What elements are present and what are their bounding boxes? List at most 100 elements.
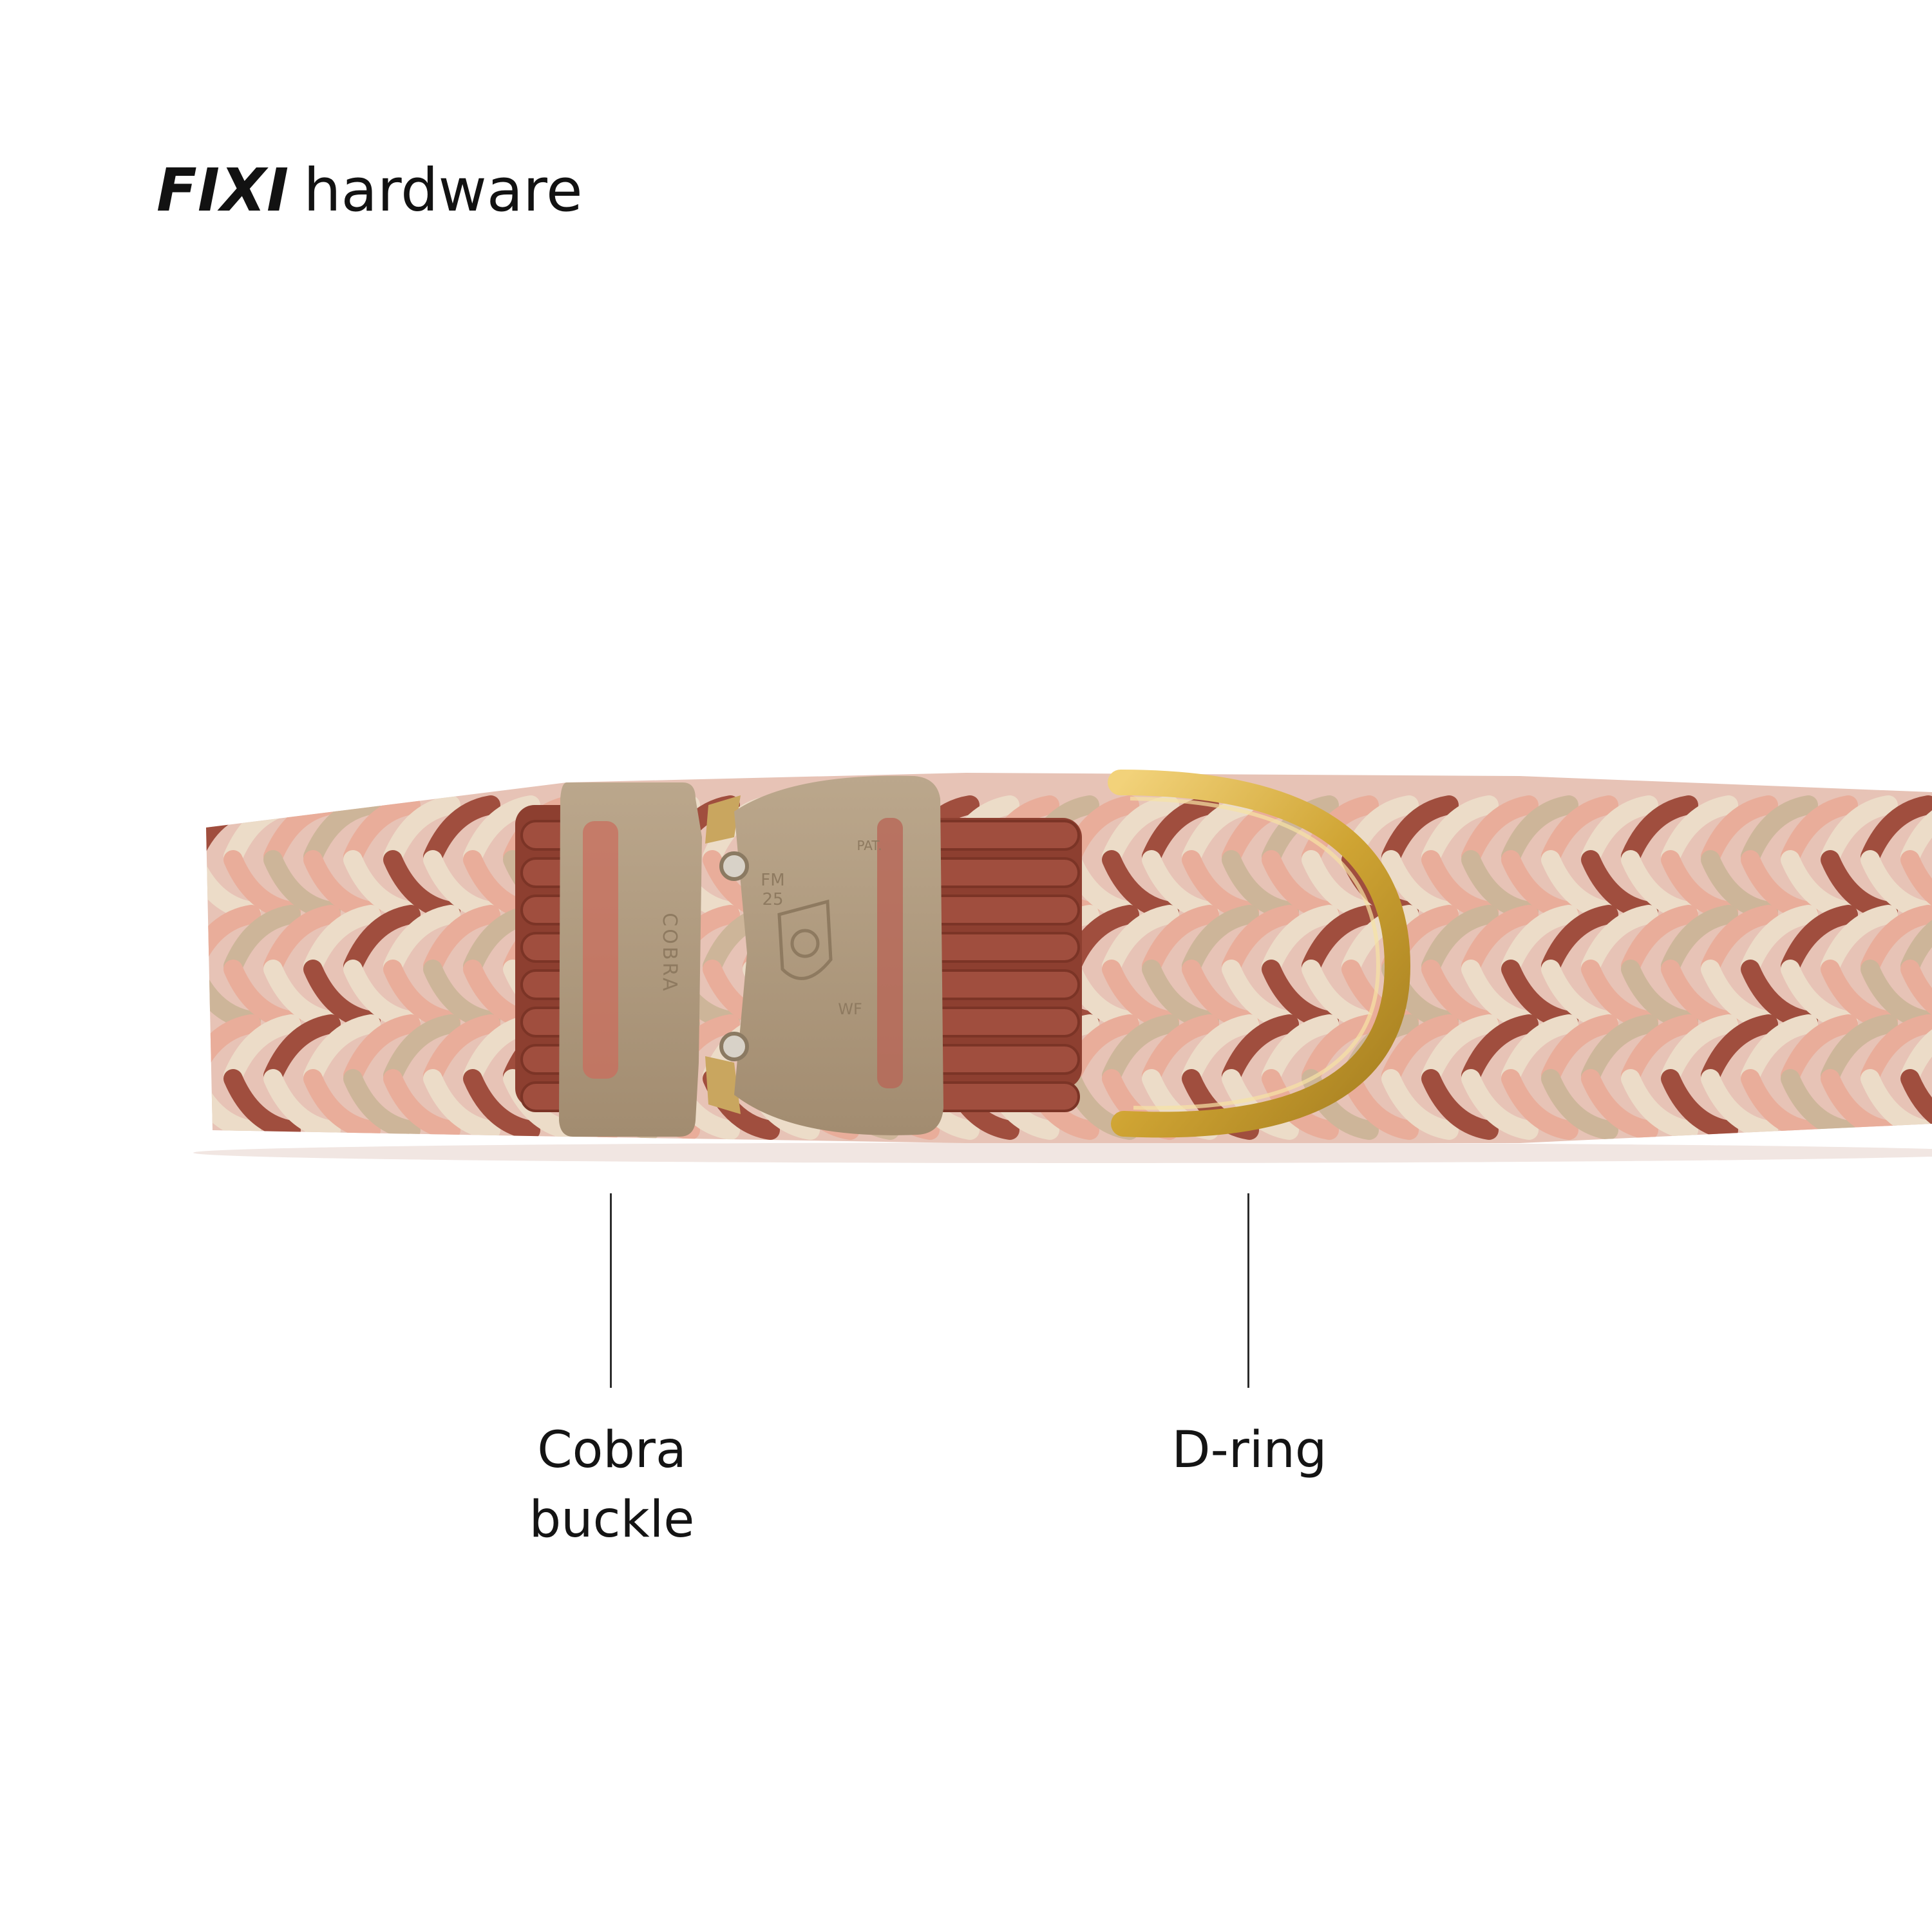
buckle-engraving-pat: PAT. xyxy=(857,838,882,853)
braid-cord xyxy=(1461,905,1539,976)
braid-cord xyxy=(1861,795,1932,866)
braid-cord xyxy=(1501,1014,1578,1085)
braid-cord xyxy=(303,905,381,976)
braid-cord xyxy=(343,1069,421,1140)
braid-cord xyxy=(1661,905,1738,976)
braid-cord xyxy=(1900,850,1932,921)
braid-cord xyxy=(1621,905,1698,976)
braid-cord xyxy=(383,1069,460,1140)
braid-cord xyxy=(1142,1014,1219,1085)
braid-cord xyxy=(1381,795,1459,866)
braid-cord xyxy=(423,795,500,866)
d-ring xyxy=(1108,770,1411,1138)
braid-cord xyxy=(223,1014,301,1085)
collar-shadow xyxy=(193,1142,1932,1163)
braid-cord xyxy=(1821,795,1898,866)
braid-cord xyxy=(206,905,261,976)
braid-cord xyxy=(423,905,500,976)
braid-cord xyxy=(1581,905,1658,976)
braid-cord xyxy=(1541,795,1618,866)
braid-cord xyxy=(1182,1014,1259,1085)
braid-cord xyxy=(1102,795,1179,866)
braid-cord xyxy=(206,1069,261,1140)
braid-cord xyxy=(1741,1069,1818,1140)
braid-cord xyxy=(1182,795,1259,866)
braid-cord xyxy=(1741,795,1818,866)
braid-cord xyxy=(1541,1014,1618,1085)
braid-cord xyxy=(1421,1069,1499,1140)
braid-cord xyxy=(1701,795,1778,866)
braid-cord xyxy=(1661,1014,1738,1085)
braid-cord xyxy=(343,1014,421,1085)
braid-cord xyxy=(1142,905,1219,976)
braid-cord xyxy=(206,1014,261,1085)
braid-cord xyxy=(1222,1014,1299,1085)
braid-cord xyxy=(1621,1069,1698,1140)
callout-d-ring: D-ring xyxy=(1153,1416,1346,1485)
braid-cord xyxy=(343,795,421,866)
braid-cord xyxy=(1701,1014,1778,1085)
braid-cord xyxy=(223,905,301,976)
braid-cord xyxy=(1102,905,1179,976)
braid-cord xyxy=(1900,1069,1932,1140)
braid-cord xyxy=(1262,905,1339,976)
braid-cord xyxy=(1421,1014,1499,1085)
braid-cord xyxy=(463,1069,540,1140)
braid-cord xyxy=(1661,1069,1738,1140)
braid-cord xyxy=(1701,905,1778,976)
callout-cobra-buckle: Cobra buckle xyxy=(509,1416,715,1555)
buckle-side-clip-bottom xyxy=(705,1056,741,1114)
buckle-engraving-wf: WF xyxy=(838,1000,862,1018)
braid-cord xyxy=(343,905,421,976)
braid-cord xyxy=(1900,905,1932,976)
braid-cord xyxy=(1661,795,1738,866)
braid-cord xyxy=(263,905,341,976)
braid-cord xyxy=(1461,1014,1539,1085)
braid-cord xyxy=(1222,905,1299,976)
callout-d-ring-line1: D-ring xyxy=(1171,1421,1327,1479)
braid-cord xyxy=(263,1014,341,1085)
braid-cord xyxy=(1821,1014,1898,1085)
braid-cord xyxy=(1302,1014,1379,1085)
braid-cord xyxy=(1900,960,1932,1030)
cobra-buckle: COBRA FM 25 PAT. WF xyxy=(559,775,943,1137)
buckle-side-clip-top xyxy=(705,795,741,844)
leader-line-d-ring xyxy=(1247,1193,1249,1388)
braid-cord xyxy=(1262,1014,1339,1085)
braid-cord xyxy=(1461,1069,1539,1140)
buckle-engraving-fm: FM xyxy=(761,871,784,890)
braid-cord xyxy=(263,1069,341,1140)
brand-name: FIXI xyxy=(156,156,290,225)
braid-cord xyxy=(1302,905,1379,976)
braid-cord xyxy=(1421,905,1499,976)
leader-line-cobra-buckle xyxy=(610,1193,612,1388)
buckle-engraving-25: 25 xyxy=(762,890,783,909)
braid-cord xyxy=(423,1069,500,1140)
braid-cord xyxy=(1461,795,1539,866)
braid-cord xyxy=(1781,795,1858,866)
braid-cord xyxy=(303,1069,381,1140)
braid-cord xyxy=(1581,1014,1658,1085)
braid-cord xyxy=(1621,795,1698,866)
callout-cobra-buckle-line1: Cobra xyxy=(537,1421,687,1479)
braid-cord xyxy=(383,905,460,976)
braid-cord xyxy=(1781,1014,1858,1085)
braid-cord xyxy=(1541,1069,1618,1140)
braid-cord xyxy=(1900,1014,1932,1085)
braid-cord xyxy=(1142,795,1219,866)
braid-cord xyxy=(1501,795,1578,866)
title-text: hardware xyxy=(303,156,583,225)
braid-cord xyxy=(1861,905,1932,976)
braid-cord xyxy=(303,1014,381,1085)
braid-cord xyxy=(1900,795,1932,866)
braid-cord xyxy=(1581,1069,1658,1140)
braid-cord xyxy=(1541,905,1618,976)
braid-cord xyxy=(1821,905,1898,976)
callout-cobra-buckle-line2: buckle xyxy=(529,1491,695,1549)
braid-cord xyxy=(1501,1069,1578,1140)
braid-cord xyxy=(1861,1014,1932,1085)
braid-cord xyxy=(1581,795,1658,866)
braid-cord xyxy=(1741,1014,1818,1085)
